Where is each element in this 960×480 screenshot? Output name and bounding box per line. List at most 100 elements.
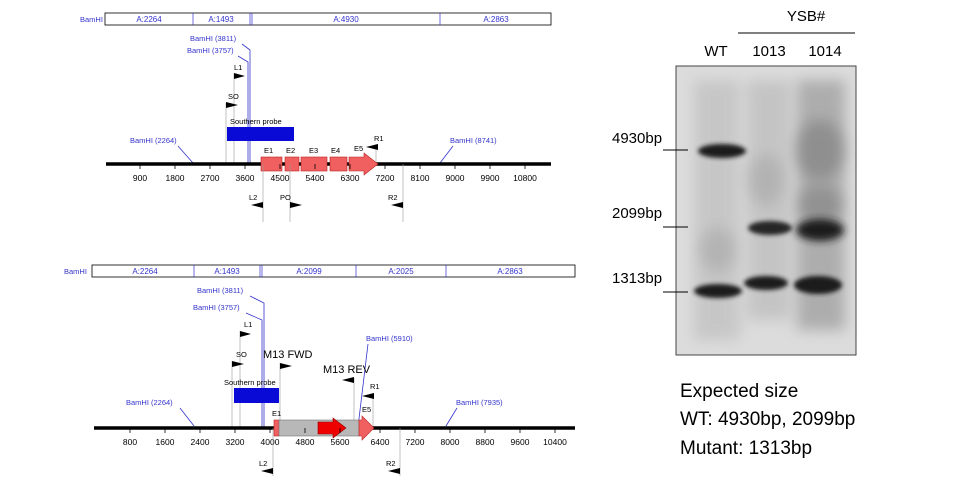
gel-band-1013-1313 [744,276,788,290]
top-exon-e4 [329,156,348,172]
top-fragment-1: A:2264 [136,15,162,24]
top-primer-so-label: SO [228,92,239,101]
bottom-site-5910: BamHI (5910) [366,334,413,343]
top-tick-label: 10800 [513,173,537,183]
top-exon-e4-label: E4 [331,146,340,155]
bottom-primer-m13rev-label: M13 REV [323,364,371,376]
bottom-exon-e5-arrow [358,415,375,441]
bottom-tick-label: 5600 [331,437,350,447]
gel-band-1013-2099 [748,221,792,235]
top-tick-label: 2700 [201,173,220,183]
bottom-tick-label: 4800 [296,437,315,447]
bottom-primer-l2-label: L2 [259,459,267,468]
top-site-3757: BamHI (3757) [187,46,234,55]
top-primer-l1-arrow [234,73,245,79]
bottom-tick-label: 8800 [476,437,495,447]
top-tick-label: 9000 [446,173,465,183]
top-exon-e1 [260,156,283,172]
top-fragment-4: A:2863 [483,15,509,24]
top-primer-po-label: PO [280,193,291,202]
top-exon-e3 [300,156,328,172]
top-tick-label: 5400 [306,173,325,183]
bottom-tick-label: 3200 [226,437,245,447]
bottom-site-3757: BamHI (3757) [193,303,240,312]
bottom-primer-l2-arrow [261,468,273,474]
top-exon-e3-label: E3 [309,146,318,155]
top-primer-r2-label: R2 [388,193,398,202]
bottom-tick-label: 1600 [156,437,175,447]
southern-blot: YSB# WT 1013 1014 4930bp 2099bp 1313bp [612,8,857,356]
top-probe-label: Southern probe [230,117,282,126]
bottom-southern-probe [234,388,279,403]
bottom-tick-label: 4000 [261,437,280,447]
gel-group-label: YSB# [787,8,826,25]
top-tick-label: 1800 [166,173,185,183]
bottom-primer-r2-arrow [388,468,400,474]
bottom-site-3811: BamHI (3811) [197,286,244,295]
top-site-8741: BamHI (8741) [450,136,497,145]
expected-mutant: Mutant: 1313bp [680,438,812,459]
bottom-tick-label: 10400 [543,437,567,447]
bottom-fragment-4: A:2025 [388,267,414,276]
bottom-tick-label: 9600 [511,437,530,447]
bottom-site-7935: BamHI (7935) [456,398,503,407]
gel-marker-2099: 2099bp [612,205,662,222]
top-primer-l2-arrow [251,202,263,208]
bottom-probe-label: Southern probe [224,378,276,387]
top-tick-label: 3600 [236,173,255,183]
bottom-exon-e1 [273,419,280,437]
gel-band-wt-4930 [698,144,746,158]
top-exon-e1-label: E1 [264,146,273,155]
bottom-tick-label: 7200 [406,437,425,447]
bottom-site-2264: BamHI (2264) [126,398,173,407]
gel-lane-1014: 1014 [808,43,841,60]
top-fragment-3: A:4930 [333,15,359,24]
bottom-tick-label: 2400 [191,437,210,447]
bottom-primer-m13fwd-label: M13 FWD [263,349,313,361]
expected-title: Expected size [680,381,798,402]
bottom-exon-e1-label: E1 [272,409,281,418]
top-tick-label: 9900 [481,173,500,183]
top-primer-r2-arrow [391,202,403,208]
bottom-primer-l1-label: L1 [244,320,252,329]
bottom-tick-label: 8000 [441,437,460,447]
bottom-primer-r1-arrow [362,393,374,399]
gel-band-wt-1313 [694,284,742,298]
top-tick-label: 4500 [271,173,290,183]
expected-wt: WT: 4930bp, 2099bp [680,409,855,430]
gel-marker-1313: 1313bp [612,270,662,287]
top-tick-label: 7200 [376,173,395,183]
bottom-header-label: BamHI [64,267,87,276]
top-tick-label: 900 [133,173,147,183]
top-site-2264: BamHI (2264) [130,136,177,145]
top-exon-e5-label: E5 [354,144,363,153]
gel-lane-wt: WT [704,43,727,60]
bottom-fragment-2: A:1493 [214,267,240,276]
bottom-fragment-3: A:2099 [296,267,322,276]
top-primer-l2-label: L2 [249,193,257,202]
bottom-primer-m13rev-arrow [342,377,354,383]
bottom-primer-r1-label: R1 [370,382,380,391]
bottom-marker-arrow [317,417,347,439]
gel-band-1014-2099 [796,219,844,241]
bottom-exon-e5-label: E5 [362,405,371,414]
top-exon-e2 [284,156,300,172]
bottom-fragment-1: A:2264 [132,267,158,276]
top-map: BamHI A:2264 A:1493 A:4930 A:2863 BamHI … [80,12,552,222]
top-tick-label: 8100 [411,173,430,183]
bottom-fragment-5: A:2863 [497,267,523,276]
expected-size-note: Expected size WT: 4930bp, 2099bp Mutant:… [680,381,855,459]
bottom-primer-so-arrow [232,361,244,367]
top-fragment-2: A:1493 [208,15,234,24]
gel-band-1014-1313 [794,276,842,294]
gel-marker-4930: 4930bp [612,130,662,147]
bottom-primer-r2-label: R2 [386,459,396,468]
top-primer-l1-label: L1 [234,63,242,72]
bottom-primer-l1-arrow [240,331,251,337]
bottom-tick-label: 800 [123,437,137,447]
bottom-tick-label: 6400 [371,437,390,447]
top-exon-e5-arrow [348,152,379,176]
bottom-primer-so-label: SO [236,350,247,359]
top-tick-label: 6300 [341,173,360,183]
